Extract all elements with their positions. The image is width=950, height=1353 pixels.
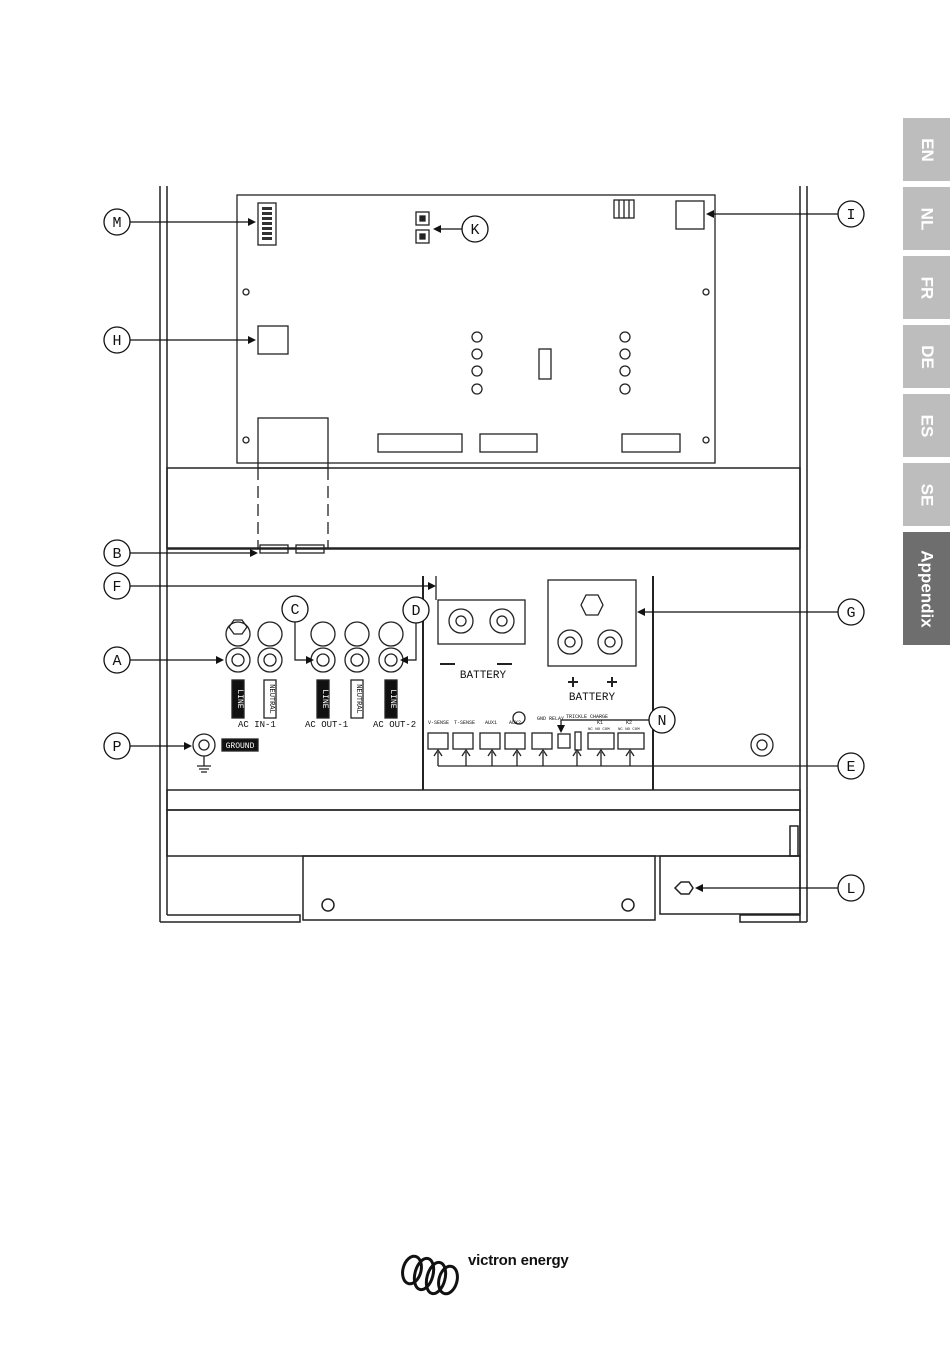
- ground-label: GROUND: [226, 742, 255, 751]
- ac-out-1-terminals: [311, 622, 369, 672]
- callout-i: I: [846, 207, 855, 224]
- battery-section: [423, 576, 838, 790]
- ac-out-1-label: AC OUT-1: [305, 720, 348, 730]
- language-tab-label: EN: [917, 138, 937, 162]
- battery-text: BATTERY BATTERY V-SENSE T-SENSE AUX1 AUX…: [428, 670, 640, 732]
- battery-negative-label: BATTERY: [460, 670, 507, 682]
- battery-positive-label: BATTERY: [569, 692, 616, 704]
- language-tab-de[interactable]: DE: [903, 325, 950, 388]
- callout-c: C: [290, 602, 299, 619]
- k1-contacts-label: NC NO COM: [588, 728, 610, 732]
- language-tab-en[interactable]: EN: [903, 118, 950, 181]
- callout-h: H: [112, 333, 121, 350]
- t-sense-label: T-SENSE: [454, 720, 475, 726]
- k2-label: K2: [626, 720, 632, 726]
- callout-m: M: [112, 215, 121, 232]
- callout-markers: [104, 201, 864, 901]
- aux1-label: AUX1: [485, 720, 497, 726]
- callout-leaders: [130, 214, 838, 888]
- language-tab-label: ES: [917, 414, 937, 437]
- line-label-2: LINE: [320, 689, 329, 708]
- brand-name: victron energy: [468, 1252, 569, 1269]
- language-tab-fr[interactable]: FR: [903, 256, 950, 319]
- language-tab-nl[interactable]: NL: [903, 187, 950, 250]
- callout-a: A: [112, 653, 121, 670]
- callout-l: L: [846, 881, 855, 898]
- callout-f: F: [112, 579, 121, 596]
- language-tab-label: FR: [916, 276, 936, 299]
- ac-out-2-label: AC OUT-2: [373, 720, 416, 730]
- v-sense-label: V-SENSE: [428, 720, 449, 726]
- language-tab-se[interactable]: SE: [903, 463, 950, 526]
- language-tab-appendix[interactable]: Appendix: [903, 532, 950, 645]
- enclosure: [160, 186, 807, 922]
- ac-in-1-label: AC IN-1: [238, 720, 276, 730]
- language-tab-es[interactable]: ES: [903, 394, 950, 457]
- callout-p: P: [112, 739, 121, 756]
- line-label-1: LINE: [235, 689, 244, 708]
- dip-switch-block: [262, 207, 272, 240]
- k2-contacts-label: NC NO COM: [618, 728, 640, 732]
- callout-g: G: [846, 605, 855, 622]
- language-tab-label: DE: [917, 345, 937, 369]
- control-pcb: [237, 195, 715, 553]
- callout-b: B: [112, 546, 121, 563]
- language-tab-label: Appendix: [917, 550, 937, 627]
- k1-label: K1: [597, 720, 603, 726]
- inverter-connection-diagram: LINE NEUTRAL LINE NEUTRAL LINE AC IN-1 A…: [0, 0, 900, 960]
- callout-k: K: [470, 222, 479, 239]
- line-label-3: LINE: [388, 689, 397, 708]
- callout-e: E: [846, 759, 855, 776]
- language-tab-label: SE: [917, 483, 937, 506]
- ac-out-2-terminals: [379, 622, 403, 672]
- language-tab-label: NL: [916, 207, 936, 230]
- gnd-relay-label: GND RELAY: [537, 716, 564, 722]
- neutral-label-2: NEUTRAL: [354, 684, 362, 713]
- callout-n: N: [657, 713, 666, 730]
- aux2-label: AUX2: [509, 720, 521, 726]
- neutral-label-1: NEUTRAL: [267, 684, 275, 713]
- ac-in-1-terminals: [226, 620, 282, 672]
- callout-d: D: [411, 603, 420, 620]
